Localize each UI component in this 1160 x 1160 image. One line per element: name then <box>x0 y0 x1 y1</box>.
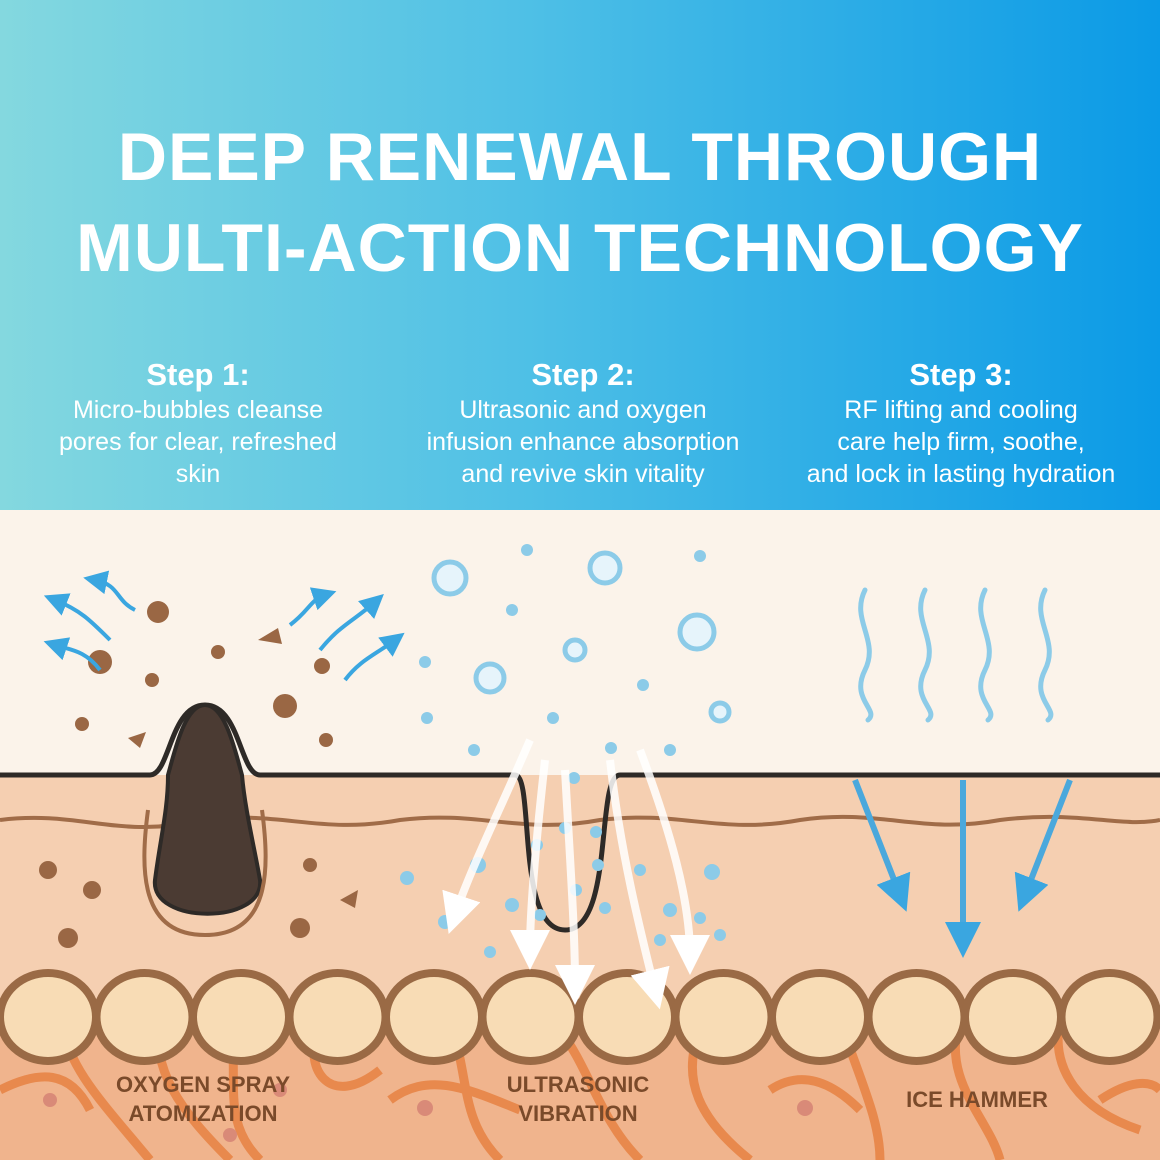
bubble <box>419 656 431 668</box>
bubble <box>634 864 646 876</box>
cell-row <box>0 969 1160 1065</box>
skin-cell <box>768 969 872 1065</box>
dermis-cells <box>43 1083 813 1142</box>
bubble <box>505 898 519 912</box>
step-description: RF lifting and cooling care help firm, s… <box>806 396 1116 488</box>
header-banner: DEEP RENEWAL THROUGH MULTI-ACTION TECHNO… <box>0 0 1160 510</box>
bubble <box>590 826 602 838</box>
bubble <box>694 912 706 924</box>
bubble <box>506 604 518 616</box>
step-description: Ultrasonic and oxygen infusion enhance a… <box>426 396 740 488</box>
skin-cell <box>92 969 197 1065</box>
bubble <box>473 661 507 695</box>
step-heading: Step 3: <box>909 357 1013 392</box>
step-heading: Step 1: <box>146 357 250 392</box>
bubble <box>637 679 649 691</box>
vein-network <box>0 1014 1160 1160</box>
cooling-waves <box>858 587 1054 723</box>
page-title: DEEP RENEWAL THROUGH MULTI-ACTION TECHNO… <box>0 112 1160 294</box>
skin-cell <box>575 969 679 1065</box>
bubble <box>694 550 706 562</box>
bubble <box>704 864 720 880</box>
step-2: Step 2: Ultrasonic and oxygen infusion e… <box>393 356 773 490</box>
skin-cell <box>961 969 1065 1065</box>
bubble <box>605 742 617 754</box>
skin-cell <box>1057 969 1160 1065</box>
infusion-arrows <box>442 738 710 1010</box>
bubble <box>592 859 604 871</box>
bubble <box>714 929 726 941</box>
skin-cell <box>382 969 486 1065</box>
bubble <box>431 559 469 597</box>
bubble <box>521 544 533 556</box>
bubble <box>534 909 546 921</box>
skin-cell <box>478 969 583 1065</box>
label-ice-hammer: ICE HAMMER <box>906 1087 1048 1112</box>
bubble <box>547 712 559 724</box>
bubble <box>708 700 732 724</box>
bubble <box>587 550 623 586</box>
bubble-arrows <box>43 570 405 682</box>
follicle-outline <box>142 809 268 938</box>
bubble <box>599 902 611 914</box>
cooling-arrows <box>852 778 1073 958</box>
step-heading: Step 2: <box>531 357 635 392</box>
title-line-1: DEEP RENEWAL THROUGH <box>117 119 1043 195</box>
step-description: Micro-bubbles cleanse pores for clear, r… <box>59 396 337 488</box>
bubble <box>421 712 433 724</box>
step-3: Step 3: RF lifting and cooling care help… <box>771 356 1151 490</box>
step-1: Step 1: Micro-bubbles cleanse pores for … <box>8 356 388 490</box>
skin-cell <box>671 969 776 1065</box>
bubble <box>562 637 588 663</box>
title-line-2: MULTI-ACTION TECHNOLOGY <box>76 210 1084 286</box>
skin-cell <box>0 969 100 1065</box>
bubble <box>400 871 414 885</box>
skin-cell <box>189 969 293 1065</box>
bubble <box>677 612 717 652</box>
bubble <box>654 934 666 946</box>
bubble <box>468 744 480 756</box>
bubble <box>663 903 677 917</box>
bubble <box>568 772 580 784</box>
dirt-particles <box>39 601 358 948</box>
bubble <box>484 946 496 958</box>
skin-cell <box>864 969 969 1065</box>
skin-cell <box>285 969 390 1065</box>
bubble <box>438 915 452 929</box>
bubble <box>664 744 676 756</box>
clogged-pore <box>152 702 263 916</box>
